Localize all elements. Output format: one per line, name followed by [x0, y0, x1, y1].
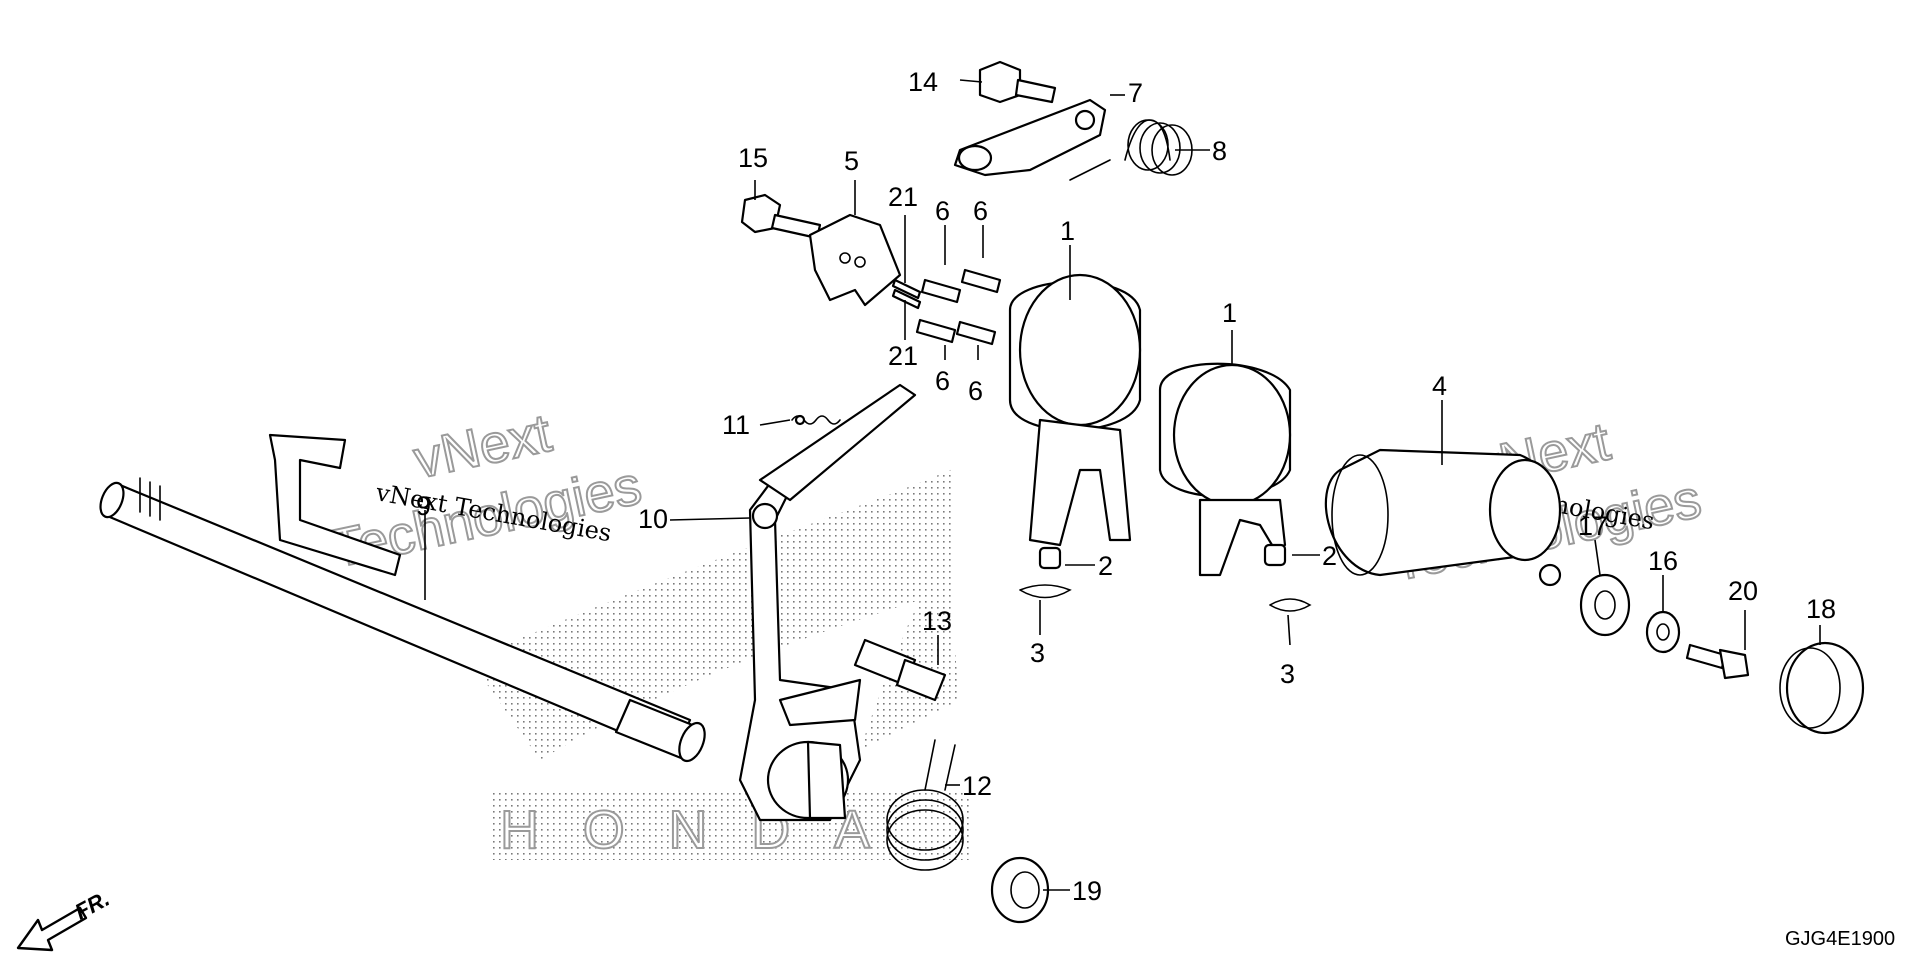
callout-21: 21: [888, 182, 918, 212]
callout-12: 12: [962, 771, 992, 801]
part-20-bolt: [1685, 643, 1750, 680]
part-15-bolt: [740, 193, 822, 240]
callout-19: 19: [1072, 876, 1102, 906]
callout-8: 8: [1212, 136, 1227, 166]
callout-15: 15: [738, 143, 768, 173]
callout-4: 4: [1432, 371, 1447, 401]
part-4-shift-drum: [1324, 448, 1562, 587]
callout-2: 2: [1098, 551, 1113, 581]
drawing-code: GJG4E1900: [1785, 928, 1895, 950]
part-21-pins: [891, 278, 922, 310]
callout-11: 11: [722, 410, 750, 440]
callout-21: 21: [888, 341, 918, 371]
part-2-guide-pins: [1038, 543, 1287, 570]
callout-7: 7: [1128, 78, 1143, 108]
part-3-clips: [1019, 584, 1312, 612]
callout-labels: 1 1 2 2 3 3 4 5 6 6 6 6 7 8 9 10 11 12 1…: [416, 67, 1836, 906]
callout-17: 17: [1578, 511, 1608, 541]
part-14-bolt: [978, 60, 1057, 104]
part-16-washer: [1645, 610, 1681, 654]
callout-6: 6: [968, 376, 983, 406]
callout-13: 13: [922, 606, 952, 636]
part-1-shift-fork-left: [1008, 273, 1142, 547]
callout-6: 6: [973, 196, 988, 226]
part-9-gearshift-spindle: [99, 433, 706, 763]
callout-1: 1: [1222, 298, 1237, 328]
part-12-return-spring: [886, 739, 964, 871]
part-10-shift-arm: [738, 383, 917, 822]
front-direction: FR.: [16, 886, 114, 952]
part-1-shift-fork-right: [1158, 362, 1292, 577]
part-18-cap: [1779, 641, 1865, 735]
part-7-stopper-arm: [953, 98, 1107, 177]
callout-10: 10: [638, 504, 668, 534]
part-5-plate: [808, 213, 902, 307]
callout-3: 3: [1280, 659, 1295, 689]
callout-6: 6: [935, 366, 950, 396]
callout-5: 5: [844, 146, 859, 176]
callout-16: 16: [1648, 546, 1678, 576]
leader-lines: [424, 79, 1821, 891]
part-6-pins: [915, 268, 1002, 346]
callout-2: 2: [1322, 541, 1337, 571]
part-17-plate: [1579, 573, 1631, 637]
part-11-spring: [791, 414, 841, 426]
callout-3: 3: [1030, 638, 1045, 668]
part-19-oil-seal: [990, 856, 1050, 924]
callout-18: 18: [1806, 594, 1836, 624]
callout-14: 14: [908, 67, 938, 97]
callout-20: 20: [1728, 576, 1758, 606]
callout-6: 6: [935, 196, 950, 226]
front-arrow-icon: [16, 906, 88, 952]
callout-9: 9: [416, 491, 431, 521]
callout-1: 1: [1060, 216, 1075, 246]
part-13-bolt: [853, 638, 947, 702]
